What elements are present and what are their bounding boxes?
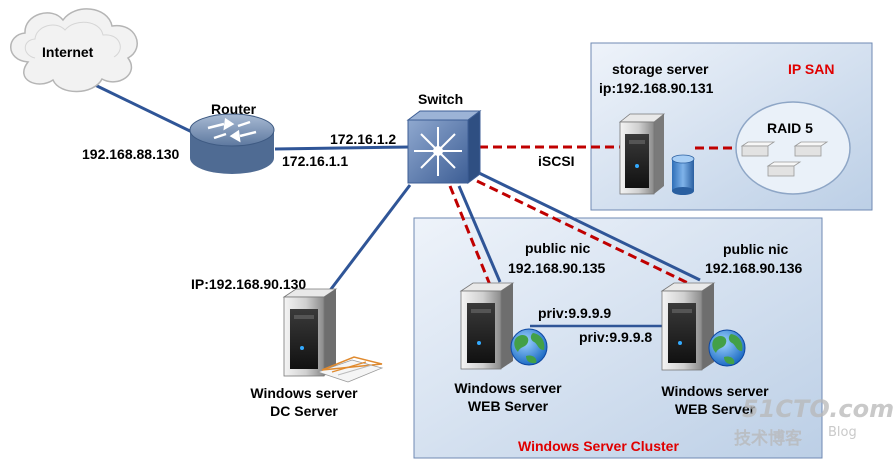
raid-label: RAID 5 — [767, 120, 813, 136]
link-switch-web2 — [478, 171, 701, 282]
iscsi-links — [448, 145, 740, 286]
web1-os-label: Windows server — [454, 380, 562, 396]
web1-server-icon — [459, 282, 515, 370]
iscsi-label: iSCSI — [538, 153, 575, 169]
cloud-icon — [10, 8, 138, 93]
storage-ip: ip:192.168.90.131 — [599, 80, 714, 96]
router-lan-ip: 172.16.1.1 — [282, 153, 349, 169]
link-switch-web1 — [457, 185, 502, 283]
web1-nic-label: public nic — [525, 240, 591, 256]
network-diagram — [10, 8, 873, 459]
link-internet-router — [94, 83, 193, 134]
switch-icon — [406, 110, 482, 184]
web2-nic-label: public nic — [723, 241, 789, 257]
web2-globe-icon — [708, 329, 746, 367]
dc-documents-icon — [316, 356, 384, 383]
internet-label: Internet — [42, 44, 94, 60]
web2-ip: 192.168.90.136 — [705, 260, 803, 276]
switch-label: Switch — [418, 91, 464, 107]
network-links — [94, 83, 701, 328]
router-wan-ip: 192.168.88.130 — [82, 146, 180, 162]
router-icon — [189, 113, 275, 174]
router-label: Router — [211, 101, 257, 117]
dc-ip: IP:192.168.90.130 — [191, 276, 307, 292]
storage-disk-icon — [671, 154, 695, 195]
link-switch-dc — [323, 184, 412, 298]
web1-globe-icon — [510, 328, 548, 366]
web2-role-label: WEB Server — [674, 401, 756, 417]
disk-array-icon — [735, 101, 851, 195]
web2-server-icon — [660, 282, 716, 371]
priv-ip-1: priv:9.9.9.9 — [538, 305, 612, 321]
link-router-switch — [274, 145, 411, 151]
web2-os-label: Windows server — [661, 383, 769, 399]
dc-os-label: Windows server — [250, 385, 358, 401]
cluster-title: Windows Server Cluster — [518, 438, 679, 454]
priv-ip-2: priv:9.9.9.8 — [579, 329, 653, 345]
iscsi-switch-web1 — [448, 185, 492, 286]
storage-server-icon — [618, 113, 666, 195]
watermark-subtitle: 技术博客 — [734, 429, 802, 449]
iscsi-switch-web2 — [476, 179, 691, 286]
web1-ip: 192.168.90.135 — [508, 260, 606, 276]
switch-side-ip: 172.16.1.2 — [330, 131, 397, 147]
watermark-logo: 51CTO.com — [742, 395, 894, 423]
dc-role-label: DC Server — [270, 403, 338, 419]
ip-san-title: IP SAN — [788, 61, 835, 77]
watermark-tag: Blog — [828, 425, 857, 440]
storage-name: storage server — [612, 61, 709, 77]
dc-server-icon — [282, 288, 338, 377]
web1-role-label: WEB Server — [467, 398, 549, 414]
